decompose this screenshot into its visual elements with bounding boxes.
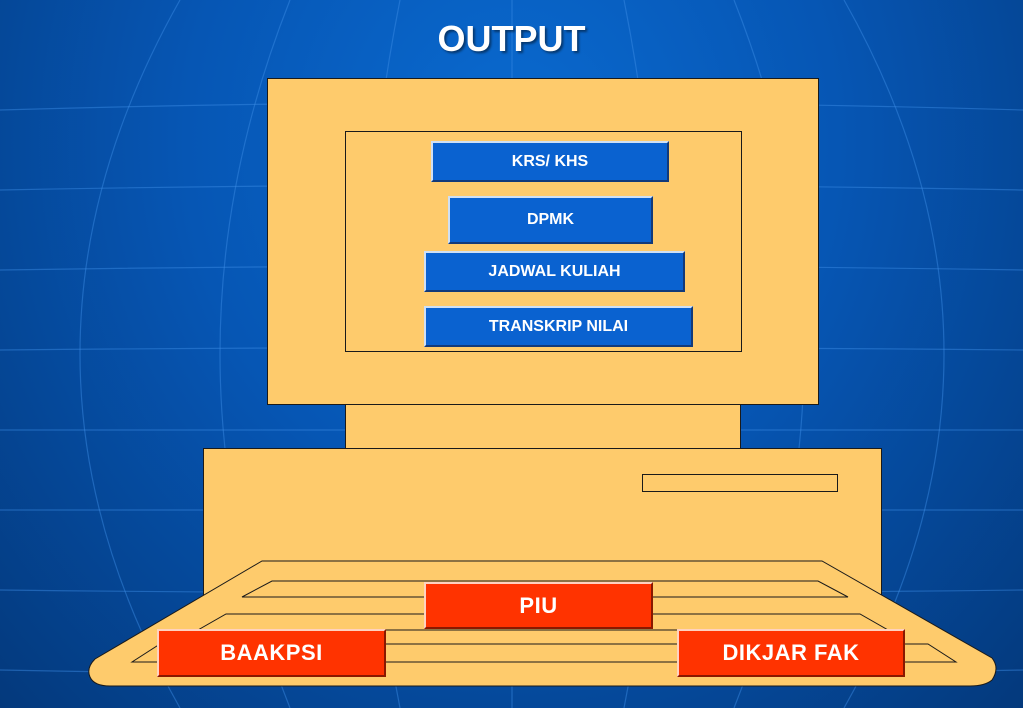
jadwal-kuliah-button[interactable]: JADWAL KULIAH — [424, 251, 685, 292]
transkrip-nilai-button[interactable]: TRANSKRIP NILAI — [424, 306, 693, 347]
krs-khs-button[interactable]: KRS/ KHS — [431, 141, 669, 182]
dikjar-fak-button[interactable]: DIKJAR FAK — [677, 629, 905, 677]
dpmk-button[interactable]: DPMK — [448, 196, 653, 244]
page-title: OUTPUT — [437, 18, 586, 59]
piu-button[interactable]: PIU — [424, 582, 653, 629]
baakpsi-button[interactable]: BAAKPSI — [157, 629, 386, 677]
monitor-stand — [345, 404, 741, 450]
disk-drive-slot — [642, 474, 838, 492]
